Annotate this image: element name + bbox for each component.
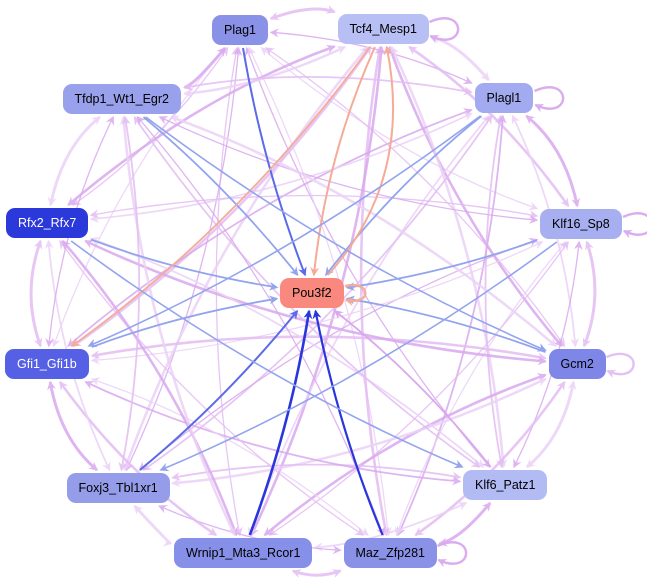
self-loop-Pou3f2 [344,283,367,307]
node-Maz_Zfp281[interactable]: Maz_Zfp281 [343,538,437,568]
node-Gcm2[interactable]: Gcm2 [548,349,606,379]
node-Tcf4_Mesp1[interactable]: Tcf4_Mesp1 [337,14,429,44]
edge-Tcf4_Mesp1-Plagl1 [430,34,490,82]
edge-Wrnip1_Mta3_Rcor1-Foxj3_Tbl1xr1 [133,504,173,547]
node-Foxj3_Tbl1xr1[interactable]: Foxj3_Tbl1xr1 [66,473,170,503]
node-label: Gfi1_Gfi1b [17,357,77,371]
edge-Maz_Zfp281-Pou3f2 [312,309,384,536]
node-Wrnip1_Mta3_Rcor1[interactable]: Wrnip1_Mta3_Rcor1 [174,538,313,568]
node-Plag1[interactable]: Plag1 [212,15,268,45]
node-label: Plagl1 [486,91,522,105]
self-loop-Klf16_Sp8 [622,212,647,239]
edge-Tcf4_Mesp1-Tfdp1_Wt1_Egr2 [183,45,347,98]
edge-Tcf4_Mesp1-Gfi1_Gfi1b [70,46,371,347]
edge-Tcf4_Mesp1-Pou3f2 [310,46,376,277]
node-label: Tfdp1_Wt1_Egr2 [74,92,170,106]
edge-Gcm2-Pou3f2 [345,295,546,353]
edge-Gfi1_Gfi1b-Rfx2_Rfx7 [29,239,43,348]
edge-Maz_Zfp281-Wrnip1_Mta3_Rcor1 [291,569,342,578]
node-label: Plag1 [224,23,256,37]
node-Klf6_Patz1[interactable]: Klf6_Patz1 [463,470,548,500]
node-label: Klf6_Patz1 [475,478,536,492]
highlight-edges [70,45,558,536]
edge-Wrnip1_Mta3_Rcor1-Pou3f2 [248,309,313,536]
node-label: Foxj3_Tbl1xr1 [78,481,158,495]
self-loop-Maz_Zfp281 [437,541,468,568]
node-Gfi1_Gfi1b[interactable]: Gfi1_Gfi1b [5,349,89,379]
mesh-edges [29,5,597,578]
edge-Plagl1-Gfi1_Gfi1b [87,115,481,348]
edge-Tfdp1_Wt1_Egr2-Pou3f2 [142,116,299,277]
self-loop-Plagl1 [534,86,565,113]
edge-Klf6_Patz1-Pou3f2 [333,310,492,468]
node-Rfx2_Rfx7[interactable]: Rfx2_Rfx7 [6,208,89,238]
edge-Plag1-Tcf4_Mesp1 [269,5,336,21]
node-Plagl1[interactable]: Plagl1 [474,83,534,113]
edge-Tcf4_Mesp1-Klf16_Sp8 [408,45,570,208]
node-label: Pou3f2 [292,286,332,300]
edge-Plagl1-Pou3f2 [325,115,483,277]
edge-Klf6_Patz1-Foxj3_Tbl1xr1 [171,463,462,481]
node-label: Rfx2_Rfx7 [18,216,77,230]
node-Klf16_Sp8[interactable]: Klf16_Sp8 [540,209,622,239]
node-label: Tcf4_Mesp1 [349,22,417,36]
edge-Rfx2_Rfx7-Tfdp1_Wt1_Egr2 [47,115,101,207]
edge-Rfx2_Rfx7-Pou3f2 [90,238,279,291]
node-label: Klf16_Sp8 [552,217,610,231]
edge-Tfdp1_Wt1_Egr2-Gcm2 [145,116,547,352]
edge-Klf16_Sp8-Gcm2 [582,240,597,348]
edge-Klf16_Sp8-Rfx2_Rfx7 [89,194,539,220]
edge-Rfx2_Rfx7-Klf6_Patz1 [70,240,464,469]
self-loop-Gcm2 [606,352,635,379]
node-label: Maz_Zfp281 [355,546,425,560]
node-Pou3f2[interactable]: Pou3f2 [280,278,344,308]
self-loops [344,17,647,568]
edge-Foxj3_Tbl1xr1-Pou3f2 [139,309,299,471]
node-label: Wrnip1_Mta3_Rcor1 [186,546,301,560]
edge-Klf16_Sp8-Foxj3_Tbl1xr1 [159,241,558,472]
edge-Plagl1-Tfdp1_Wt1_Egr2 [183,76,473,96]
self-loop-Tcf4_Mesp1 [429,17,460,44]
edge-Klf6_Patz1-Maz_Zfp281 [438,501,492,547]
node-label: Gcm2 [560,357,594,371]
edge-Plag1-Wrnip1_Mta3_Rcor1 [215,46,243,537]
edge-Gcm2-Tfdp1_Wt1_Egr2 [170,115,557,347]
node-Tfdp1_Wt1_Egr2[interactable]: Tfdp1_Wt1_Egr2 [62,84,181,114]
edge-Klf16_Sp8-Pou3f2 [345,239,538,291]
edge-Plag1-Pou3f2 [242,47,307,277]
edge-Gfi1_Gfi1b-Pou3f2 [91,295,279,348]
